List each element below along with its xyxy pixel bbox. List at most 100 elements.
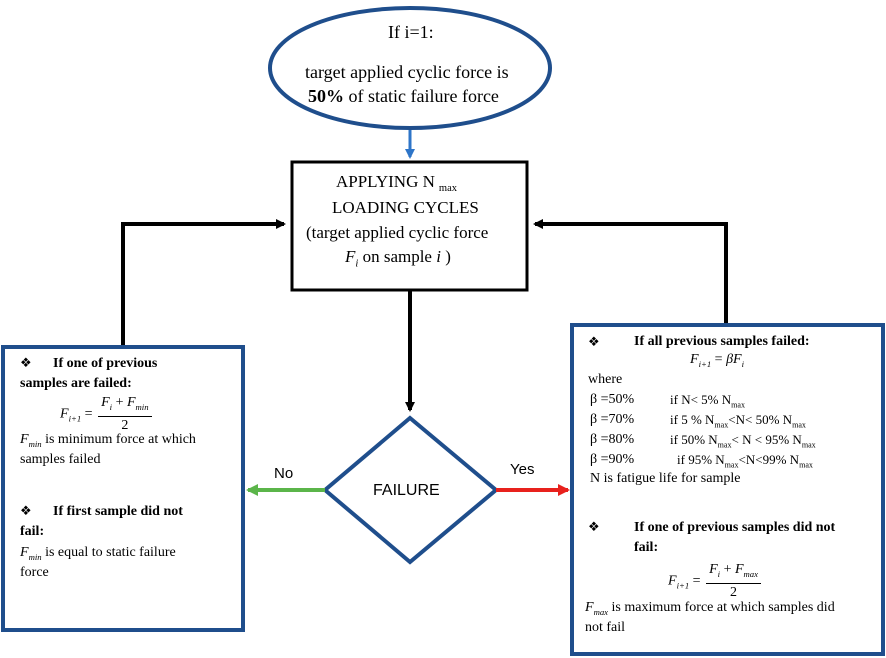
right-rule-cond-2-sub: max [714, 420, 729, 430]
right-equation-1: Fi+1 = βFi [690, 352, 745, 369]
right-eq1-lhs: F [690, 352, 699, 367]
process-line-1-sub: max [438, 183, 458, 195]
right-eq2-lhs: F [668, 573, 677, 589]
right-heading-2b: fail: [634, 540, 659, 555]
right-rule-cond-1-text: if N< 5% N [670, 392, 732, 407]
right-rule-cond-1: if N< 5% Nmax [670, 392, 745, 410]
right-rule-cond-4-text: if 95% N [677, 452, 725, 467]
right-fmax-line-1: Fmax is maximum force at which samples d… [585, 600, 835, 617]
right-fmax-text-1: is maximum force at which samples did [608, 600, 835, 615]
left-heading-2a: If first sample did not [53, 504, 183, 519]
right-rule-cond-2: if 5 % Nmax<N< 50% Nmax [670, 412, 806, 430]
right-eq2-num-a: F [709, 562, 718, 577]
left-equation: Fi+1 = Fi + Fmin 2 [60, 394, 154, 435]
left-heading-1a: If one of previous [53, 356, 158, 371]
decision-label: FAILURE [373, 482, 440, 499]
decision-diamond [321, 415, 500, 565]
start-line-3: 50% of static failure force [308, 86, 499, 107]
right-eq2-fraction: Fi + Fmax 2 [706, 561, 761, 602]
right-eq2-numerator: Fi + Fmax [706, 561, 761, 584]
right-rule-cond-3: if 50% Nmax< N < 95% Nmax [670, 432, 816, 450]
right-rule-cond-4-sub: max [724, 460, 739, 470]
left-heading-1b: samples are failed: [20, 376, 132, 391]
right-where: where [588, 372, 623, 387]
right-bullet-2: ❖ [588, 519, 600, 534]
left-fmin-text-1: is minimum force at which [41, 432, 196, 447]
right-fatigue-note: N is fatigue life for sample [590, 471, 741, 486]
left-fmin2-text-1: is equal to static failure [41, 545, 176, 560]
start-line-1: If i=1: [388, 22, 434, 42]
process-force-sub: i [355, 258, 359, 270]
right-rule-cond-1-sub: max [731, 400, 745, 410]
right-rule-beta-4: β =90% [590, 452, 635, 467]
right-rule-cond-2-tail: <N< 50% N [728, 412, 793, 427]
right-rule-cond-2-tail-sub: max [792, 420, 806, 430]
process-line-2: LOADING CYCLES [332, 198, 479, 217]
right-eq1-rhs-sub: i [741, 358, 745, 369]
process-line-3: (target applied cyclic force [306, 223, 489, 242]
right-equation-2: Fi+1 = Fi + Fmax 2 [668, 561, 763, 602]
left-eq-plus: + [112, 395, 127, 410]
process-line-4: Fi on sample i ) [345, 247, 451, 269]
right-eq2-num-b-sub: max [743, 568, 758, 579]
left-box [1, 345, 245, 632]
right-heading-2a: If one of previous samples did not [634, 520, 836, 535]
right-eq2-plus: + [720, 562, 735, 577]
branch-no-label: No [274, 465, 294, 482]
right-fmax-sub: max [593, 606, 609, 617]
left-heading-2b: fail: [20, 524, 45, 539]
process-line-1-text: APPLYING N [336, 172, 435, 191]
left-fmin2-sub: min [28, 551, 42, 562]
left-eq-fraction: Fi + Fmin 2 [98, 394, 152, 435]
process-line-4-end: ) [440, 247, 451, 266]
start-line-3-rest: of static failure force [344, 86, 499, 106]
start-percent: 50% [308, 86, 344, 106]
start-ellipse [268, 6, 552, 130]
right-heading-1: If all previous samples failed: [634, 334, 810, 349]
right-bullet-1: ❖ [588, 334, 600, 349]
right-rule-cond-3-sub: max [717, 440, 732, 450]
right-eq2-denominator: 2 [730, 584, 738, 600]
left-fmin2-line-2: force [20, 565, 49, 580]
right-rule-beta-2: β =70% [590, 412, 635, 427]
left-eq-numerator: Fi + Fmin [98, 394, 152, 417]
right-rule-cond-3-tail: < N < 95% N [731, 432, 802, 447]
left-eq-num-a: F [101, 395, 110, 410]
right-fmax-var: F [585, 600, 594, 615]
left-eq-num-a-sub: i [109, 401, 113, 412]
right-rule-cond-2-text: if 5 % N [670, 412, 715, 427]
left-fmin-line-1: Fmin is minimum force at which [20, 432, 196, 449]
process-box [290, 160, 529, 292]
left-fmin2-var: F [20, 545, 29, 560]
left-fmin-var: F [20, 432, 29, 447]
right-eq1-rhs: βF [726, 352, 742, 367]
left-fmin-line-2: samples failed [20, 452, 101, 467]
right-fmax-line-2: not fail [585, 620, 626, 635]
right-rule-cond-3-text: if 50% N [670, 432, 718, 447]
right-rule-cond-3-tail-sub: max [801, 440, 816, 450]
branch-yes-label: Yes [510, 461, 535, 478]
left-eq-num-b: F [126, 395, 136, 410]
right-rule-cond-4-tail: <N<99% N [738, 452, 800, 467]
right-eq2-num-a-sub: i [717, 568, 721, 579]
process-sample-var: i [436, 247, 441, 266]
start-line-2: target applied cyclic force is [305, 62, 509, 82]
right-rule-cond-4: if 95% Nmax<N<99% Nmax [677, 452, 813, 470]
right-rule-cond-4-tail-sub: max [799, 460, 813, 470]
process-force-var: F [345, 247, 356, 266]
left-bullet-1: ❖ [20, 355, 32, 370]
right-eq1-lhs-sub: i+1 [698, 358, 712, 369]
right-rule-beta-3: β =80% [590, 432, 635, 447]
left-eq-lhs: F [60, 406, 69, 422]
left-eq-lhs-sub: i+1 [68, 413, 82, 424]
left-fmin-sub: min [28, 438, 42, 449]
process-line-4-text: on sample [358, 247, 437, 266]
left-fmin2-line-1: Fmin is equal to static failure [20, 545, 176, 562]
right-box [570, 323, 885, 656]
left-eq-denominator: 2 [121, 417, 129, 433]
right-eq2-lhs-sub: i+1 [676, 580, 690, 591]
right-eq2-num-b: F [734, 562, 744, 577]
